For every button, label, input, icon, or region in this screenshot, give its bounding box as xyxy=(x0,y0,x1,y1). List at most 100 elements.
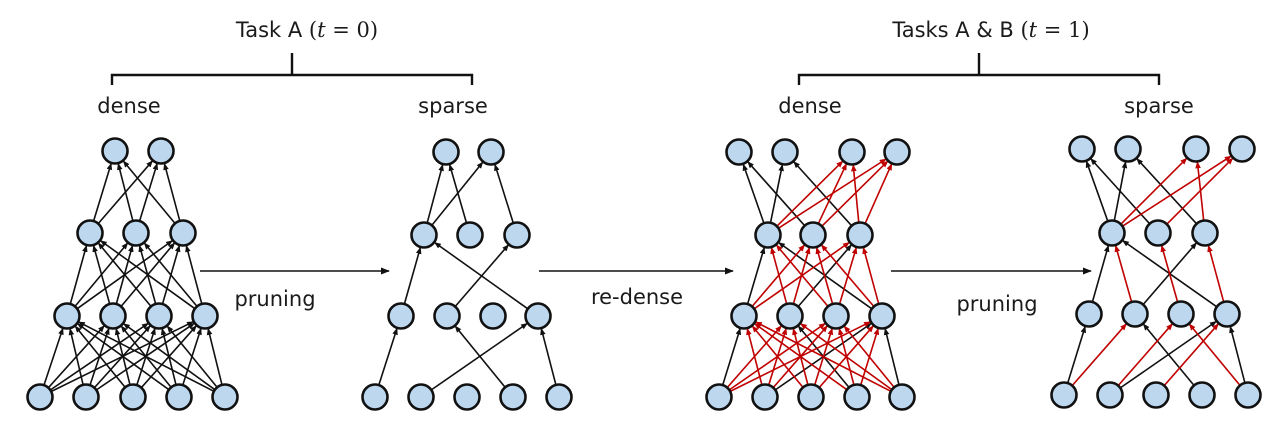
new-edge xyxy=(1207,244,1225,303)
edge xyxy=(92,162,113,222)
edge xyxy=(69,244,88,305)
new-edge xyxy=(754,321,892,393)
neuron-node xyxy=(1167,300,1195,328)
edge xyxy=(1142,323,1195,386)
new-edge xyxy=(776,160,844,227)
edge xyxy=(68,328,84,385)
new-edge xyxy=(1160,244,1179,303)
neuron-node xyxy=(1096,381,1124,409)
network-label-dense-a: dense xyxy=(97,94,160,118)
neuron-node xyxy=(1144,219,1172,247)
neuron-node xyxy=(1228,135,1256,163)
edge xyxy=(166,325,218,388)
neuron-node xyxy=(387,302,415,330)
neuron-node xyxy=(1213,300,1241,328)
neuron-node xyxy=(1114,135,1142,163)
edge xyxy=(448,163,468,224)
edge xyxy=(426,163,444,224)
neuron-node xyxy=(843,383,871,411)
neuron-node xyxy=(883,138,911,166)
neuron-node xyxy=(76,219,104,247)
edge xyxy=(747,161,806,227)
edge xyxy=(43,327,64,386)
new-edge xyxy=(775,244,829,307)
neuron-node xyxy=(119,383,147,411)
new-edge xyxy=(1122,155,1232,227)
neuron-node xyxy=(499,383,527,411)
task-a-bracket xyxy=(110,53,474,85)
neuron-node xyxy=(99,302,127,330)
network-label-sparse-a: sparse xyxy=(418,94,488,118)
neuron-node xyxy=(705,383,733,411)
pruning-label-1: pruning xyxy=(234,287,315,311)
new-edge xyxy=(817,163,848,225)
new-edge xyxy=(1117,323,1174,387)
neuron-node xyxy=(145,302,173,330)
neuron-node xyxy=(1098,219,1126,247)
new-edge xyxy=(821,160,889,227)
neuron-node xyxy=(751,383,779,411)
edge xyxy=(454,325,506,388)
network-sparse-task-a xyxy=(361,138,573,411)
network-dense-task-a xyxy=(26,137,239,411)
neuron-node xyxy=(1075,300,1103,328)
neuron-node xyxy=(101,137,129,165)
neuron-node xyxy=(754,221,782,249)
network-label-sparse-ab: sparse xyxy=(1124,94,1194,118)
edge xyxy=(793,161,853,227)
neuron-node xyxy=(53,302,81,330)
neuron-node xyxy=(776,302,804,330)
edge xyxy=(74,325,126,388)
neuron-node xyxy=(797,383,825,411)
new-edge xyxy=(754,322,848,391)
edge xyxy=(122,160,176,224)
neuron-node xyxy=(838,138,866,166)
edge xyxy=(97,242,152,307)
neuron-node xyxy=(503,221,531,249)
networks-layer xyxy=(26,135,1262,411)
neuron-node xyxy=(1121,300,1149,328)
edge xyxy=(540,327,557,386)
new-edge xyxy=(820,244,875,308)
neuron-node xyxy=(1188,381,1216,409)
neuron-node xyxy=(211,383,239,411)
neuron-node xyxy=(407,383,435,411)
edge xyxy=(117,162,134,222)
edge xyxy=(143,242,198,307)
edge xyxy=(721,327,742,386)
new-edge xyxy=(862,246,880,305)
neuron-node xyxy=(1068,135,1096,163)
network-sparse-task-ab xyxy=(1050,135,1262,409)
neuron-node xyxy=(1182,135,1210,163)
neuron-node xyxy=(361,383,389,411)
neuron-node xyxy=(410,221,438,249)
edge xyxy=(92,244,111,305)
new-edge xyxy=(815,246,834,305)
neuron-node xyxy=(725,138,753,166)
edge xyxy=(742,163,765,224)
neuron-node xyxy=(1142,381,1170,409)
edge xyxy=(883,327,900,386)
neuron-node xyxy=(799,221,827,249)
task-ab-title: Tasks A & B (t = 1) xyxy=(891,18,1089,42)
neuron-node xyxy=(868,302,896,330)
new-edge xyxy=(1120,157,1188,225)
new-edge xyxy=(851,164,860,223)
neuron-node xyxy=(545,383,573,411)
edge xyxy=(99,239,196,310)
neuron-node xyxy=(72,383,100,411)
neuron-node xyxy=(477,138,505,166)
neuron-node xyxy=(26,383,54,411)
edge xyxy=(206,327,223,386)
neuron-node xyxy=(191,302,219,330)
neuron-node xyxy=(822,302,850,330)
pruning-label-2: pruning xyxy=(956,292,1037,316)
new-edge xyxy=(1114,244,1133,303)
edge xyxy=(1066,325,1087,384)
edge xyxy=(1229,325,1246,384)
re-dense-label: re-dense xyxy=(591,285,683,309)
neuron-node xyxy=(1191,219,1219,247)
network-label-dense-ab: dense xyxy=(778,94,841,118)
new-edge xyxy=(1071,323,1128,387)
